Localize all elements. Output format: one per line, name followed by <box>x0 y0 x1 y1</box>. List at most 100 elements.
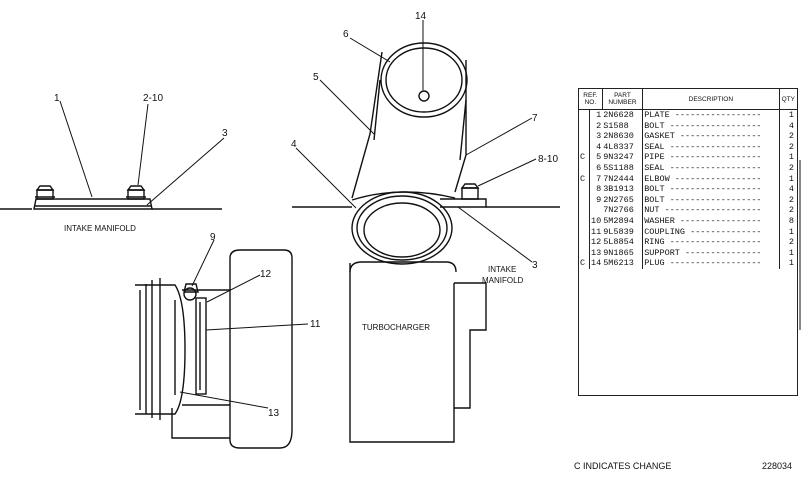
description-header: DESCRIPTION <box>642 89 780 110</box>
manifold-label-right: MANIFOLD <box>482 276 524 285</box>
drawing-number: 228034 <box>762 461 793 471</box>
description-cell: PLUG ------------------ <box>642 258 780 269</box>
ref-no-cell: 6 <box>596 162 602 173</box>
callout-8-10: 8-10 <box>538 154 558 165</box>
ref-header-line2: NO. <box>584 99 597 106</box>
callout-7: 7 <box>532 113 538 124</box>
change-flag-cell <box>579 141 590 153</box>
description-cell: PLATE ----------------- <box>642 109 780 121</box>
change-flag-cell <box>579 226 590 238</box>
change-flag-cell: C <box>579 258 590 269</box>
ref-no-cell: 5 <box>596 152 602 163</box>
change-flag-cell <box>579 247 590 259</box>
qty-cell: 1 <box>788 173 794 184</box>
ref-no-cell: 2 <box>596 120 602 131</box>
description-cell: NUT ------------------- <box>642 205 780 216</box>
part-number-cell: 5S1188 <box>602 162 644 174</box>
intake-manifold-label-left: INTAKE MANIFOLD <box>64 224 136 233</box>
qty-cell: 1 <box>788 152 794 163</box>
part-number-cell: 9L5839 <box>602 226 644 238</box>
callout-6: 6 <box>343 29 349 40</box>
part-number-cell: S1588 <box>602 120 644 132</box>
turbocharger-label: TURBOCHARGER <box>362 323 430 332</box>
description-cell: COUPLING -------------- <box>642 226 780 238</box>
intake-label-right: INTAKE <box>488 265 516 274</box>
description-cell: ELBOW ----------------- <box>642 173 780 185</box>
ref-no-header: REF. NO. <box>579 89 603 110</box>
ref-no-cell: 8 <box>596 184 602 195</box>
table-header-row: REF. NO. PART NUMBER DESCRIPTION QTY <box>579 89 797 110</box>
qty-cell: 4 <box>788 184 794 195</box>
callout-1: 1 <box>54 93 60 104</box>
change-flag-cell <box>579 120 590 132</box>
qty-cell: 1 <box>788 258 794 269</box>
part-number-cell: 5M6213 <box>602 258 644 269</box>
qty-cell: 2 <box>788 162 794 173</box>
part-number-cell: 3B1913 <box>602 184 644 195</box>
qty-cell: 8 <box>788 215 794 226</box>
qty-cell: 1 <box>788 226 794 237</box>
change-flag-cell <box>579 131 590 142</box>
change-flag-cell: C <box>579 173 590 185</box>
part-header-line2: NUMBER <box>608 99 637 106</box>
intake-manifold-plate-view <box>0 100 225 210</box>
part-number-cell: 2N2765 <box>602 194 644 206</box>
ref-no-cell: 11 <box>591 226 602 237</box>
part-number-cell: 2N6628 <box>602 109 644 121</box>
ref-no-cell: 9 <box>596 194 602 205</box>
ref-no-cell: 13 <box>591 247 602 258</box>
change-flag-cell <box>579 194 590 206</box>
part-number-cell: 2N8630 <box>602 131 644 142</box>
part-header-line1: PART <box>614 92 631 99</box>
description-cell: SEAL ------------------ <box>642 141 780 153</box>
change-flag-cell <box>579 109 590 121</box>
change-flag-cell: C <box>579 152 590 163</box>
description-cell: PIPE ------------------ <box>642 152 780 163</box>
part-number-cell: 5L8854 <box>602 237 644 248</box>
callout-4: 4 <box>291 139 297 150</box>
part-number-cell: 9N1865 <box>602 247 644 259</box>
part-number-cell: 7N2444 <box>602 173 644 185</box>
callout-14: 14 <box>415 11 427 22</box>
part-number-cell: 9N3247 <box>602 152 644 163</box>
ref-no-cell: 4 <box>596 141 602 152</box>
ref-no-cell: 1 <box>596 110 602 120</box>
pipe-elbow-assembly <box>292 20 560 443</box>
ref-no-cell: 10 <box>591 215 602 226</box>
ref-header-line1: REF. <box>583 92 598 99</box>
change-flag-cell <box>579 162 590 174</box>
ref-no-cell <box>590 205 603 216</box>
description-cell: BOLT ------------------ <box>642 120 780 132</box>
qty-cell: 2 <box>788 194 794 205</box>
part-number-cell: 7N2766 <box>602 205 644 216</box>
description-cell: WASHER ---------------- <box>642 215 780 227</box>
qty-cell: 2 <box>788 141 794 152</box>
description-cell: GASKET ---------------- <box>642 131 780 142</box>
callout-12: 12 <box>260 269 272 280</box>
part-number-cell: 5M2894 <box>602 215 644 227</box>
callout-9: 9 <box>210 232 216 243</box>
change-note: C INDICATES CHANGE <box>574 461 672 471</box>
qty-cell: 4 <box>788 120 794 131</box>
qty-cell: 1 <box>788 247 794 258</box>
description-cell: SEAL ------------------ <box>642 162 780 174</box>
change-flag-cell <box>579 215 590 227</box>
